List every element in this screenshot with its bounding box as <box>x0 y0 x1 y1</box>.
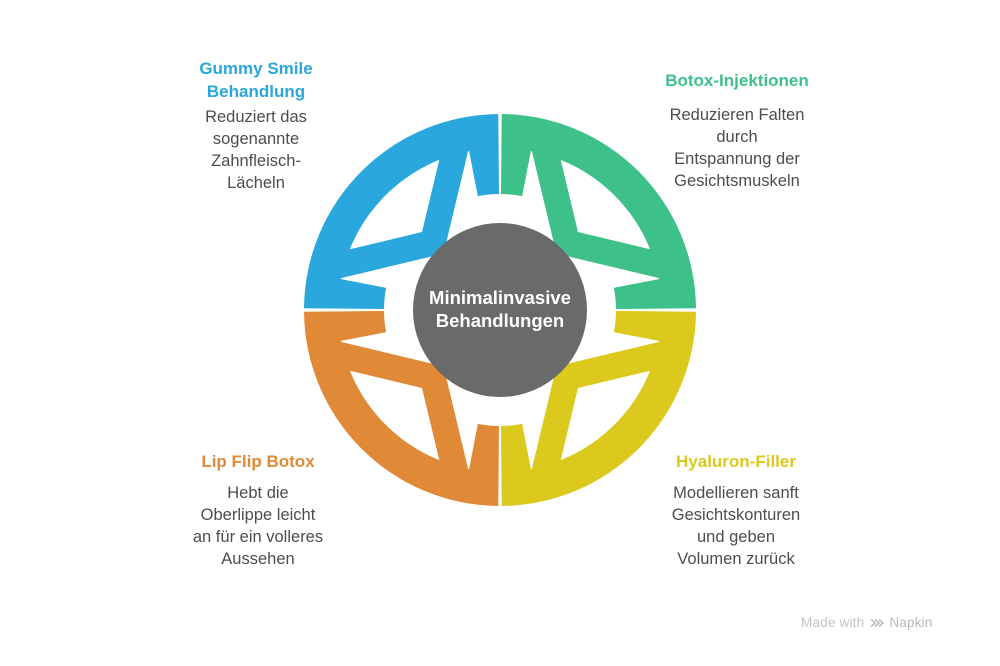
segment-description-lip-flip-botox: Hebt die Oberlippe leicht an für ein vol… <box>192 484 324 568</box>
segment-title-botox-injektionen: Botox-Injektionen <box>665 71 809 90</box>
segment-arrow-gummy-smile <box>332 142 469 279</box>
segment-arrow-lip-flip-botox <box>332 341 469 478</box>
napkin-logo-icon <box>870 618 885 627</box>
segment-text-hyaluron-filler: Hyaluron-Filler Modellieren sanft Gesich… <box>618 450 854 570</box>
segment-title-hyaluron-filler: Hyaluron-Filler <box>676 452 796 471</box>
center-circle <box>413 223 587 397</box>
watermark: Made with Napkin <box>801 615 933 630</box>
segment-text-botox-injektionen: Botox-Injektionen Reduzieren Falten durc… <box>622 69 852 192</box>
segment-text-lip-flip-botox: Lip Flip Botox Hebt die Oberlippe leicht… <box>142 450 374 570</box>
segment-arrow-botox-injektionen <box>531 142 668 279</box>
center-title: Minimalinvasive Behandlungen <box>429 287 571 331</box>
segment-title-gummy-smile: Gummy Smile Behandlung <box>199 59 313 101</box>
segment-text-gummy-smile: Gummy Smile Behandlung Reduziert das sog… <box>140 57 372 194</box>
watermark-brand: Napkin <box>889 615 933 630</box>
watermark-text: Made with <box>801 615 865 630</box>
segment-arrow-hyaluron-filler <box>531 341 668 478</box>
segment-title-lip-flip-botox: Lip Flip Botox <box>201 452 315 471</box>
segment-description-hyaluron-filler: Modellieren sanft Gesichtskonturen und g… <box>671 484 801 568</box>
segment-description-botox-injektionen: Reduzieren Falten durch Entspannung der … <box>669 106 805 190</box>
segment-description-gummy-smile: Reduziert das sogenannte Zahnfleisch- Lä… <box>205 108 307 192</box>
